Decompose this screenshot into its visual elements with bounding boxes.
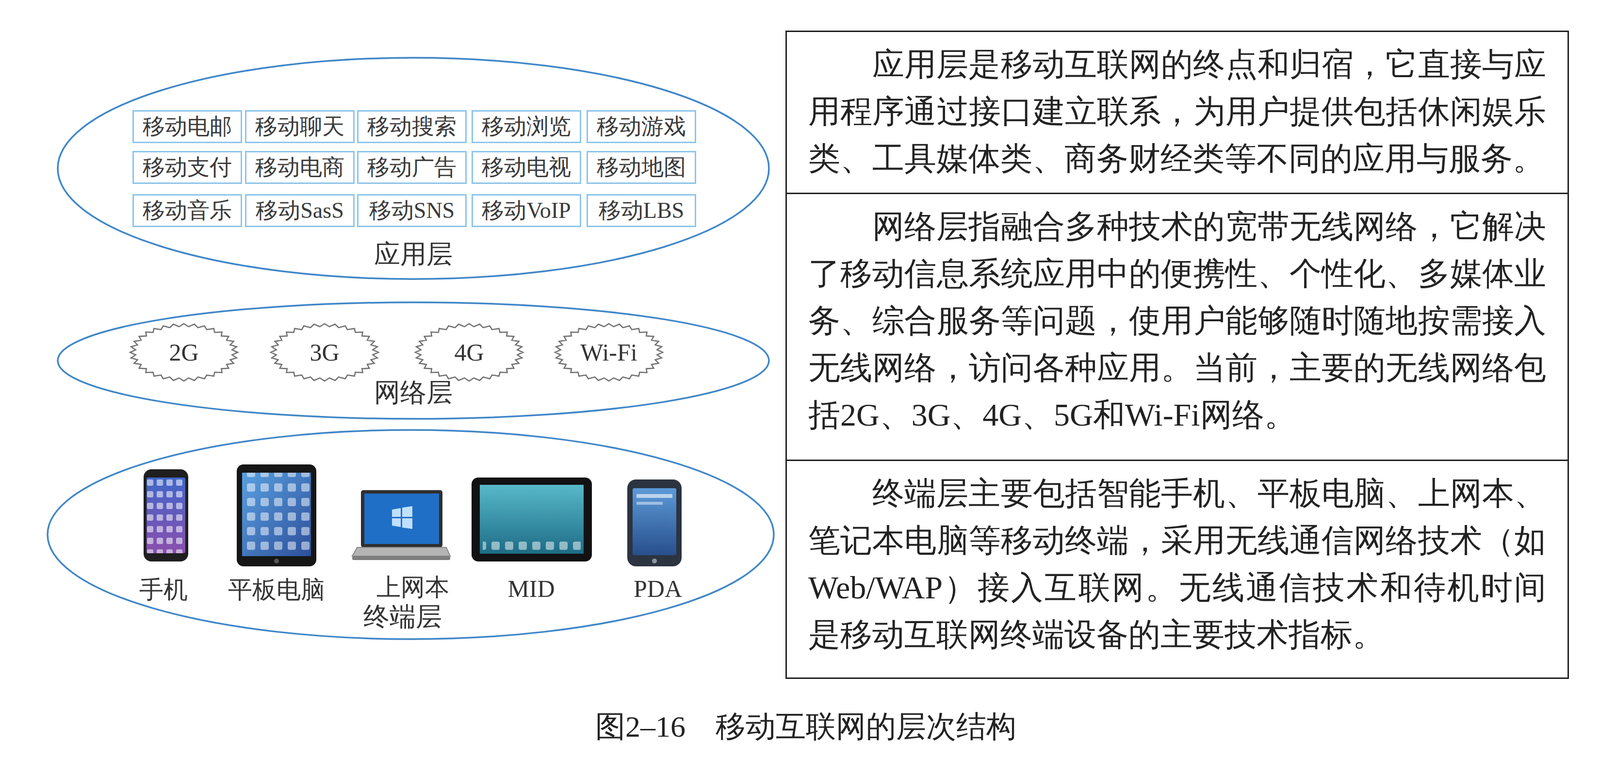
application-box: 移动电邮 (132, 110, 243, 144)
description-cell: 终端层主要包括智能手机、平板电脑、上网本、笔记本电脑等移动终端，采用无线通信网络… (785, 459, 1569, 679)
application-name: 移动搜索 (367, 114, 457, 140)
application-name: 移动支付 (142, 155, 232, 180)
description-cell: 网络层指融合多种技术的宽带无线网络，它解决了移动信息系统应用中的便携性、个性化、… (785, 192, 1569, 461)
network-burst: 3G (268, 321, 381, 383)
ellipse-line (47, 429, 774, 639)
application-name: 移动VoIP (481, 198, 571, 224)
phone-screen (146, 477, 186, 554)
application-layer-ellipse: 应用层移动电邮移动聊天移动搜索移动浏览移动游戏移动支付移动电商移动广告移动电视移… (56, 56, 771, 281)
application-name: 移动LBS (598, 198, 685, 224)
description-text: 网络层指融合多种技术的宽带无线网络，它解决了移动信息系统应用中的便携性、个性化、… (808, 202, 1547, 439)
mid-screen (479, 484, 584, 554)
device-label: MID (507, 575, 555, 603)
application-box: 移动浏览 (471, 110, 582, 144)
application-box: 移动SNS (357, 194, 467, 228)
application-box: 移动电商 (244, 150, 355, 184)
pda-bar (636, 493, 673, 498)
tablet-illustration (236, 464, 317, 567)
device-label: 上网本 (376, 573, 450, 601)
application-name: 移动聊天 (255, 114, 345, 140)
ellipse-line (57, 57, 769, 279)
netbook-screen (364, 493, 440, 544)
tablet-button (274, 558, 279, 564)
network-burst: Wi-Fi (553, 321, 665, 383)
device-label: PDA (633, 575, 683, 603)
netbook-illustration (352, 489, 451, 560)
burst-line (130, 323, 238, 381)
application-box: 移动广告 (357, 150, 467, 184)
tablet-apps (242, 472, 311, 556)
application-box: 移动游戏 (586, 110, 697, 144)
application-name: 移动音乐 (142, 198, 232, 224)
netbook-edge (352, 555, 451, 560)
layer-name: 网络层 (374, 378, 453, 408)
terminal-layer-ellipse: 终端层 (46, 428, 776, 641)
netbook-base (352, 547, 451, 556)
phone-illustration (143, 469, 189, 562)
application-name: 移动电视 (481, 155, 572, 180)
pda-button (652, 558, 657, 564)
network-name: 2G (168, 339, 199, 366)
description-text: 终端层主要包括智能手机、平板电脑、上网本、笔记本电脑等移动终端，采用无线通信网络… (808, 469, 1547, 658)
network-layer-ellipse: 网络层 2G 3G 4G Wi-Fi (56, 300, 771, 421)
network-name: 4G (454, 339, 484, 366)
application-name: 移动游戏 (596, 114, 686, 140)
burst-line (415, 323, 523, 381)
burst-line (555, 323, 663, 381)
ellipse-line (57, 302, 769, 419)
tablet-body (236, 464, 317, 567)
phone-body (143, 469, 189, 562)
application-name: 移动电邮 (142, 114, 232, 140)
netbook-lid (360, 489, 443, 548)
pda-screen (632, 488, 677, 556)
application-box: 移动SasS (244, 194, 355, 228)
network-burst: 4G (413, 321, 525, 383)
pda-bar (636, 501, 663, 505)
network-name: 3G (309, 339, 340, 366)
description-text: 应用层是移动互联网的终点和归宿，它直接与应用程序通过接口建立联系，为用户提供包括… (808, 40, 1547, 182)
application-name: 移动广告 (367, 155, 457, 180)
layer-name: 应用层 (374, 240, 453, 269)
pda-illustration (627, 479, 682, 567)
layer-name: 终端层 (363, 602, 442, 632)
mid-illustration (471, 477, 592, 562)
application-box: 移动VoIP (471, 194, 582, 228)
phone-apps (146, 477, 186, 554)
pda-body (627, 479, 682, 567)
netbook-logo (391, 506, 413, 529)
application-box: 移动LBS (586, 194, 697, 228)
network-name: Wi-Fi (580, 339, 637, 366)
burst-line (270, 323, 379, 381)
application-box: 移动音乐 (132, 194, 243, 228)
figure-caption: 图2–16 移动互联网的层次结构 (595, 709, 1017, 743)
tablet-screen (242, 472, 311, 556)
network-burst: 2G (128, 321, 240, 383)
application-name: 移动SasS (255, 198, 344, 224)
application-box: 移动搜索 (357, 110, 467, 144)
application-name: 移动SNS (369, 198, 455, 224)
application-name: 移动地图 (596, 155, 686, 180)
description-cell: 应用层是移动互联网的终点和归宿，它直接与应用程序通过接口建立联系，为用户提供包括… (785, 30, 1569, 195)
device-label: 手机 (139, 576, 188, 604)
application-name: 移动浏览 (481, 114, 572, 140)
mid-body (471, 477, 592, 562)
application-name: 移动电商 (255, 155, 345, 180)
application-box: 移动电视 (471, 150, 582, 184)
device-label: 平板电脑 (228, 576, 326, 604)
application-box: 移动地图 (586, 150, 697, 184)
mid-apps (482, 535, 581, 552)
application-box: 移动支付 (132, 150, 243, 184)
application-box: 移动聊天 (244, 110, 355, 144)
